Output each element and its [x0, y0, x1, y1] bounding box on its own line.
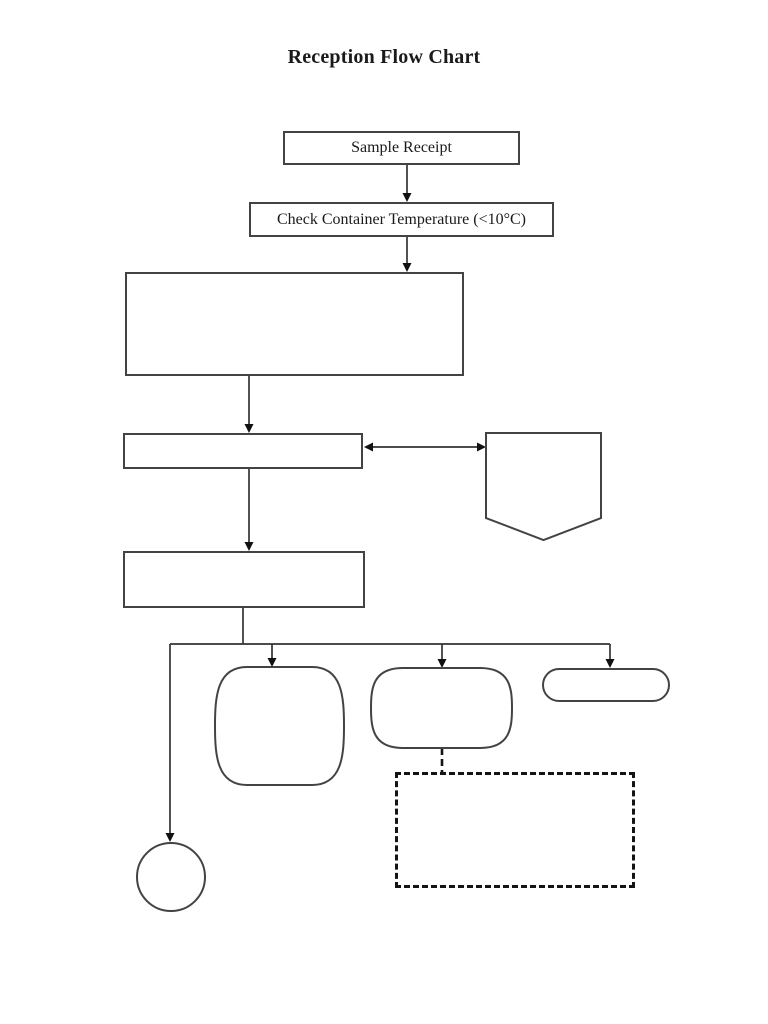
arrowhead-branch-to-circle: [165, 833, 175, 842]
node-terminal-circle: [136, 842, 206, 912]
node-second-process-box: [123, 551, 365, 608]
node-tall-barrel-box: [213, 666, 346, 786]
node-check-container-temperature: Check Container Temperature (<10°C): [249, 202, 554, 237]
node-large-process-box: [125, 272, 464, 376]
node-sample-receipt: Sample Receipt: [283, 131, 520, 165]
node-check-container-temperature-label: Check Container Temperature (<10°C): [276, 210, 527, 228]
arrowhead-into-wide: [364, 442, 373, 452]
arrowhead-branch-to-small-barrel: [437, 659, 447, 668]
page-title: Reception Flow Chart: [287, 46, 481, 68]
arrowhead-branch-to-tall-barrel: [267, 658, 277, 667]
arrowhead-wide-to-second: [244, 542, 254, 551]
arrowhead-sample-to-check: [402, 193, 412, 202]
arrowhead-branch-to-stadium: [605, 659, 615, 668]
node-sample-receipt-label: Sample Receipt: [351, 139, 452, 156]
arrowhead-large-to-wide: [244, 424, 254, 433]
node-dashed-box: [395, 772, 635, 888]
node-offpage-pentagon: [485, 432, 602, 542]
node-small-barrel-box: [369, 667, 514, 749]
node-wide-process-box: [123, 433, 363, 469]
arrowhead-into-pentagon: [477, 442, 486, 452]
arrowhead-check-to-large: [402, 263, 412, 272]
node-stadium-box: [542, 668, 670, 702]
